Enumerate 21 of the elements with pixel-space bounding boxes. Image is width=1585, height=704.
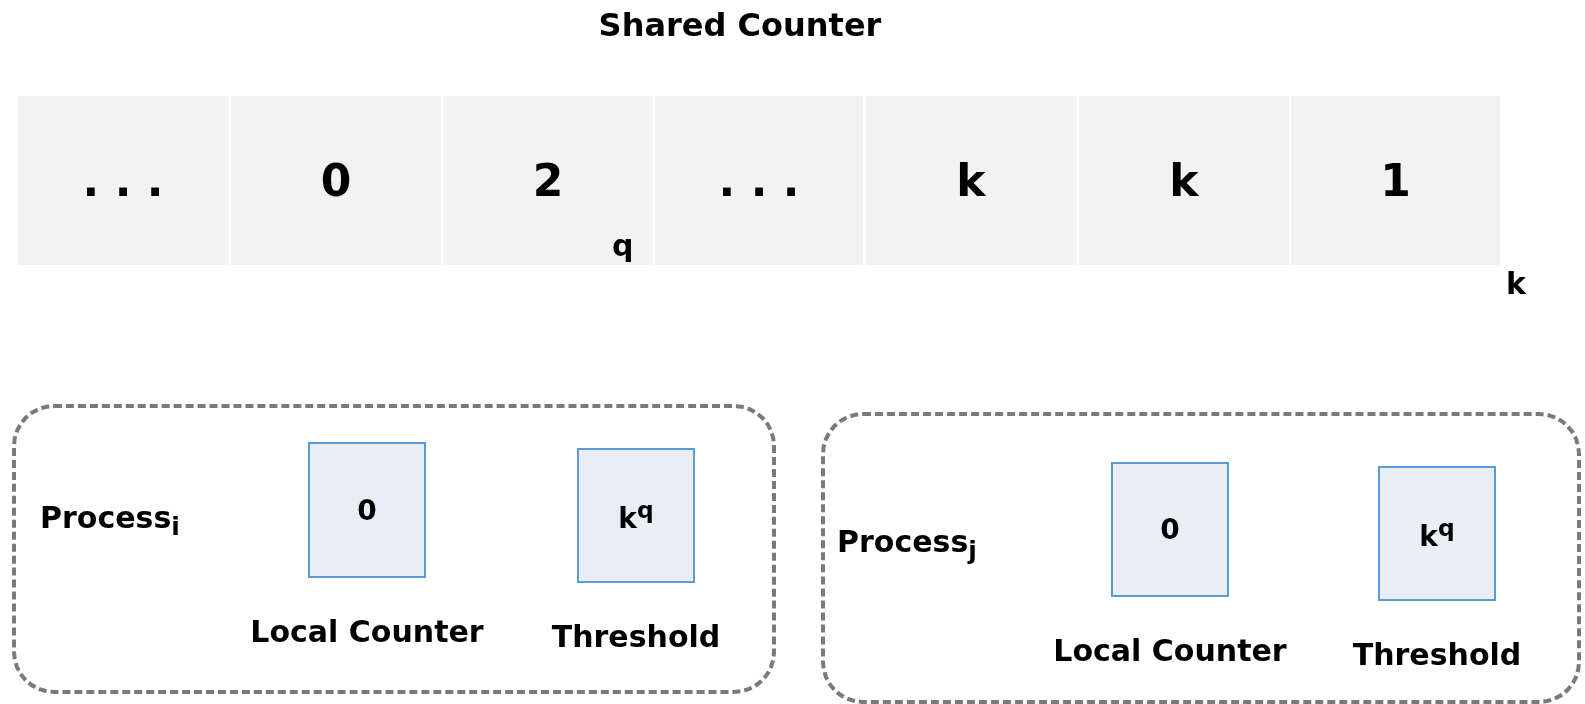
- process-label: Process$_{j}$: [837, 524, 977, 565]
- value-box: 0: [1111, 462, 1229, 597]
- diagram-title: Shared Counter: [597, 6, 883, 44]
- counter-cell: k: [866, 96, 1076, 265]
- box-caption: Threshold: [1351, 637, 1523, 672]
- counter-cell: . . .: [18, 96, 228, 265]
- counter-cell: k: [1079, 96, 1289, 265]
- variable-label: k: [1506, 266, 1526, 301]
- counter-cell: 1: [1291, 96, 1500, 265]
- value-box: k$^{q}$: [1378, 466, 1496, 601]
- box-caption: Local Counter: [1052, 633, 1288, 668]
- process-container: [821, 412, 1581, 704]
- box-caption: Threshold: [550, 619, 722, 654]
- process-container: [12, 404, 776, 694]
- counter-cell: 0: [231, 96, 441, 265]
- variable-label: q: [612, 228, 634, 263]
- value-box: 0: [308, 442, 426, 578]
- value-box: k$^{q}$: [577, 448, 695, 583]
- counter-cell: . . .: [655, 96, 863, 265]
- box-caption: Local Counter: [249, 614, 485, 649]
- process-label: Process$_{i}$: [40, 500, 180, 541]
